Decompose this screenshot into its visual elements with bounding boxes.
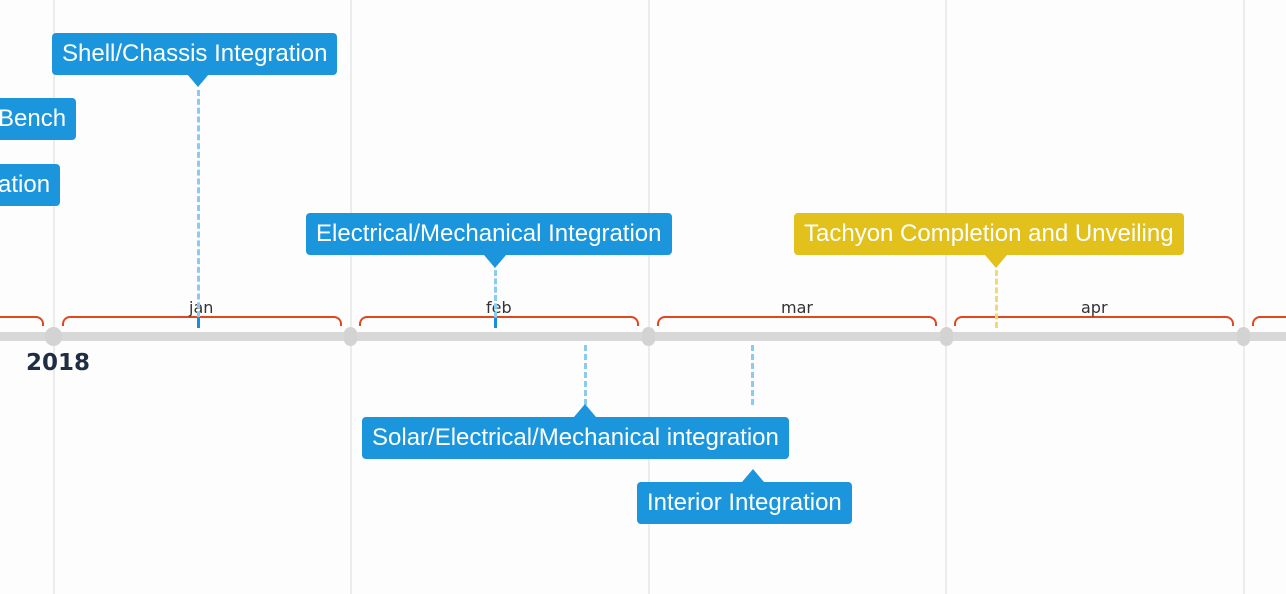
item-stem-cap xyxy=(197,318,200,328)
item-stem-cap xyxy=(494,318,497,328)
month-tick-feb xyxy=(344,327,357,346)
gridline-apr xyxy=(945,0,947,594)
month-tick-apr xyxy=(940,327,953,346)
month-tick-may xyxy=(1237,327,1250,346)
item-stem xyxy=(197,90,200,326)
month-brace-prev xyxy=(0,316,44,326)
gridline-mar xyxy=(648,0,650,594)
item-stem xyxy=(995,270,998,328)
month-brace-apr xyxy=(954,316,1234,326)
item-stem xyxy=(494,270,497,326)
gridline-feb xyxy=(350,0,352,594)
month-tick-mar xyxy=(642,327,655,346)
timeline-item-ation[interactable]: ation xyxy=(0,164,61,206)
month-brace-feb xyxy=(359,316,639,326)
gridline-year-start xyxy=(53,0,55,594)
month-label-apr: apr xyxy=(1081,298,1108,317)
month-brace-jan xyxy=(62,316,342,326)
item-pointer xyxy=(985,255,1007,268)
year-label: 2018 xyxy=(26,350,91,376)
month-label-feb: feb xyxy=(486,298,512,317)
timeline-item-shell-chassis[interactable]: Shell/Chassis Integration xyxy=(52,33,338,75)
item-stem xyxy=(751,345,754,405)
item-pointer xyxy=(484,255,506,268)
timeline-item-interior[interactable]: Interior Integration xyxy=(637,482,852,524)
timeline-item-bench[interactable]: Bench xyxy=(0,98,77,140)
gridline-may xyxy=(1243,0,1245,594)
item-stem xyxy=(584,345,587,405)
item-pointer xyxy=(742,469,764,482)
timeline-item-solar-electrical-mechanical[interactable]: Solar/Electrical/Mechanical integration xyxy=(362,417,789,459)
year-tick xyxy=(45,327,62,346)
timeline-item-tachyon-unveiling[interactable]: Tachyon Completion and Unveiling xyxy=(794,213,1184,255)
month-label-jan: jan xyxy=(189,298,214,317)
month-brace-mar xyxy=(657,316,937,326)
item-pointer xyxy=(187,74,209,87)
timeline-item-electrical-mechanical[interactable]: Electrical/Mechanical Integration xyxy=(306,213,672,255)
month-brace-next xyxy=(1252,316,1286,326)
month-label-mar: mar xyxy=(781,298,813,317)
item-pointer xyxy=(574,404,596,417)
